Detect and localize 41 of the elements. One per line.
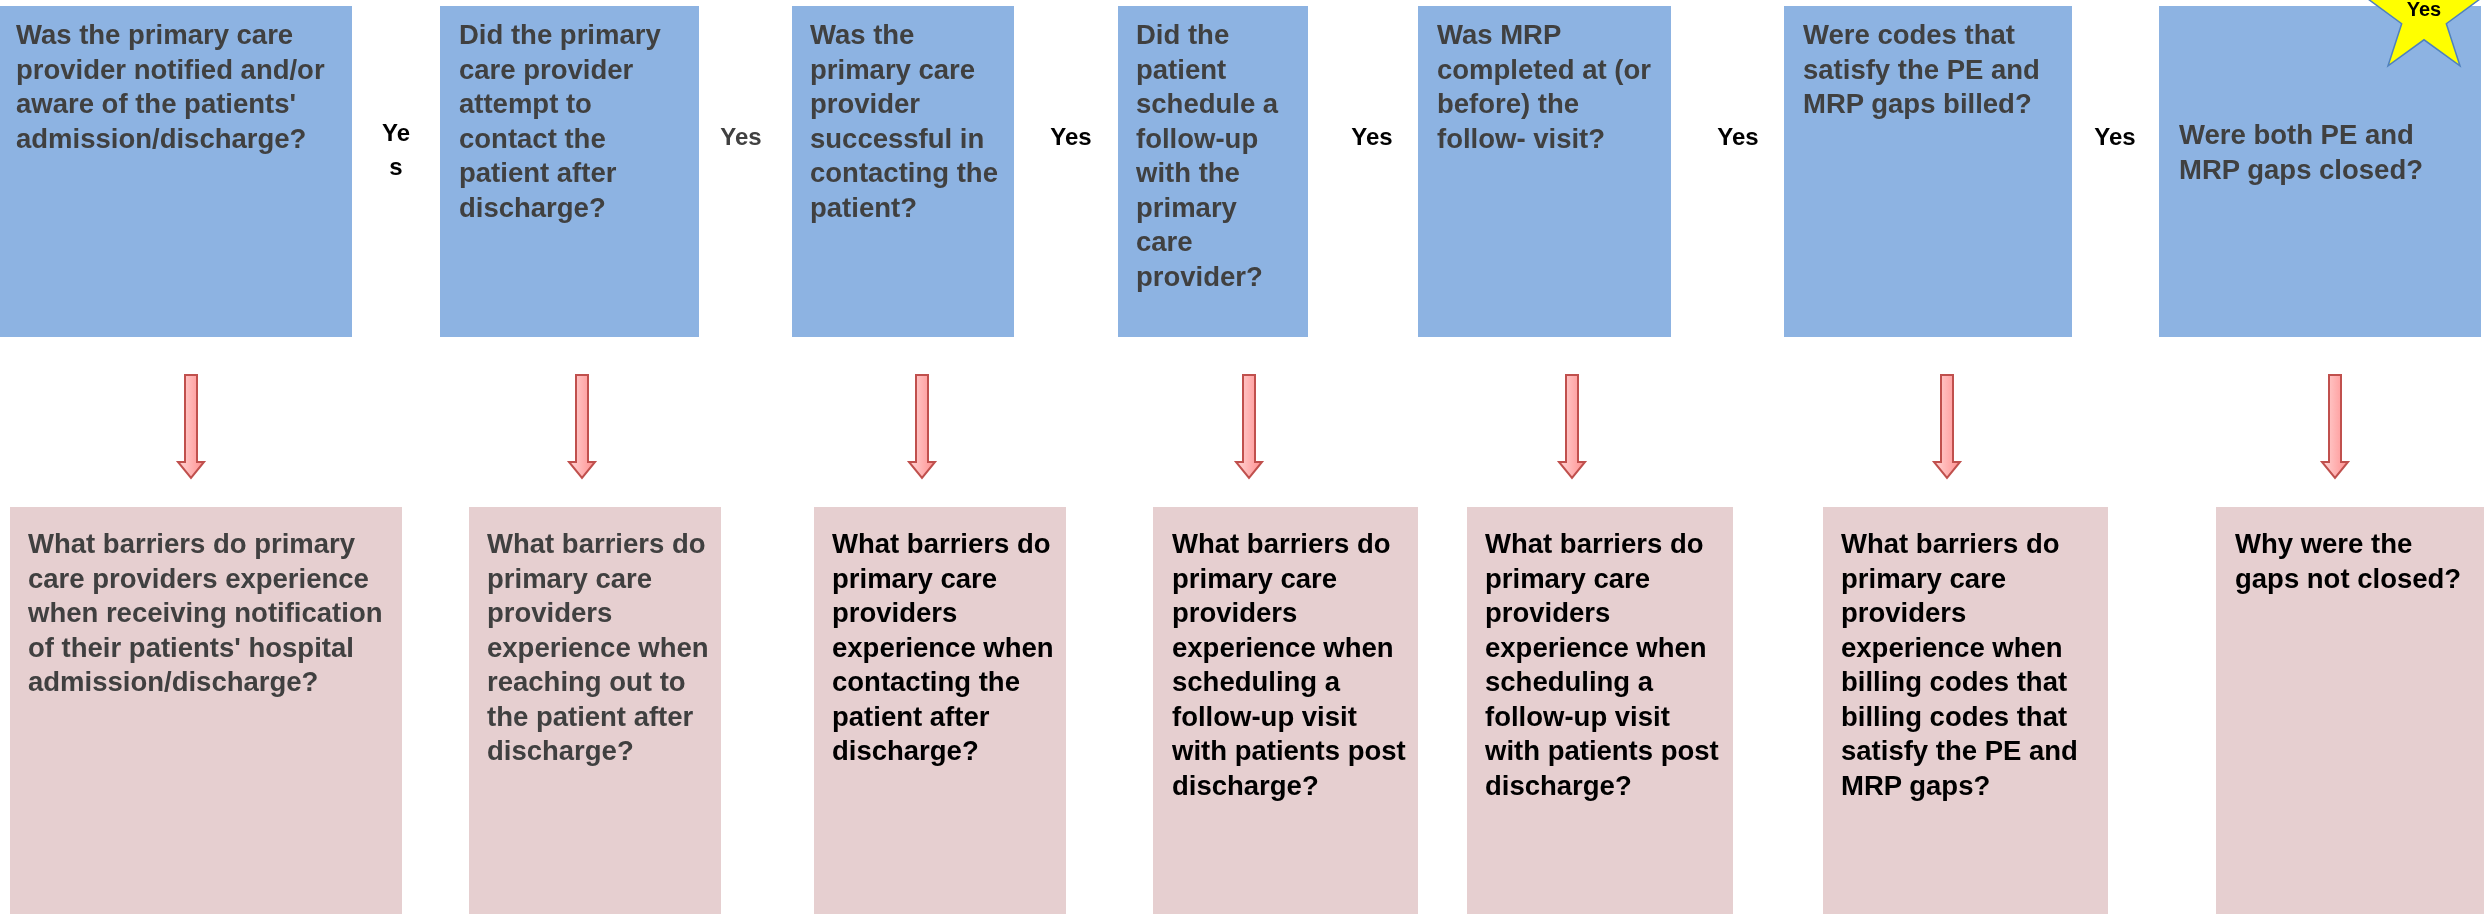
box-text: What barriers do primary care providers experience when billing codes that billing codes that satisfy the PE and MRP gaps? bbox=[1841, 527, 2079, 803]
barrier-box bbox=[1467, 507, 1733, 914]
question-box bbox=[1118, 6, 1308, 337]
box-text: Was the primary care provider successful in contacting the patient? bbox=[810, 18, 999, 225]
box-text: Was MRP completed at (or before) the follow- visit? bbox=[1437, 18, 1652, 156]
box-text: Were codes that satisfy the PE and MRP gaps billed? bbox=[1803, 18, 2041, 121]
box-text: Why were the gaps not closed? bbox=[2235, 527, 2463, 596]
box-text: What barriers do primary care providers experience when scheduling a follow-up visit with patients post discharge? bbox=[1485, 527, 1720, 803]
question-box bbox=[440, 6, 699, 337]
yes-label: Yes bbox=[381, 118, 411, 182]
down-arrow bbox=[1556, 374, 1588, 480]
question-box bbox=[1418, 6, 1671, 337]
barrier-box bbox=[2216, 507, 2484, 914]
down-arrow bbox=[1233, 374, 1265, 480]
star-text: Yes bbox=[2405, 0, 2443, 21]
yes-label: Yes bbox=[1049, 122, 1093, 152]
box-text: What barriers do primary care providers experience when receiving notification of their patients' hospital admission/discharge? bbox=[28, 527, 384, 699]
question-box bbox=[792, 6, 1014, 337]
box-text: What barriers do primary care providers experience when reaching out to the patient after discharge? bbox=[487, 527, 709, 768]
down-arrow bbox=[906, 374, 938, 480]
yes-label: Yes bbox=[1716, 122, 1760, 152]
box-text: What barriers do primary care providers experience when contacting the patient after discharge? bbox=[832, 527, 1054, 768]
down-arrow bbox=[175, 374, 207, 480]
question-box bbox=[0, 6, 352, 337]
barrier-box bbox=[814, 507, 1066, 914]
barrier-box bbox=[10, 507, 402, 914]
barrier-box bbox=[469, 507, 721, 914]
box-text: Was the primary care provider notified and/or aware of the patients' admission/discharge? bbox=[16, 18, 326, 156]
down-arrow bbox=[2319, 374, 2351, 480]
box-text: Were both PE and MRP gaps closed? bbox=[2179, 118, 2424, 187]
question-box bbox=[1784, 6, 2072, 337]
down-arrow bbox=[1931, 374, 1963, 480]
barrier-box bbox=[1823, 507, 2108, 914]
box-text: Did the primary care provider attempt to contact the patient after discharge? bbox=[459, 18, 662, 225]
box-text: Did the patient schedule a follow-up with the primary care provider? bbox=[1136, 18, 1280, 294]
yes-label: Yes bbox=[1350, 122, 1394, 152]
yes-label: Yes bbox=[719, 122, 763, 152]
yes-label: Yes bbox=[2093, 122, 2137, 152]
box-text: What barriers do primary care providers experience when scheduling a follow-up visit with patients post discharge? bbox=[1172, 527, 1406, 803]
barrier-box bbox=[1153, 507, 1418, 914]
down-arrow bbox=[566, 374, 598, 480]
